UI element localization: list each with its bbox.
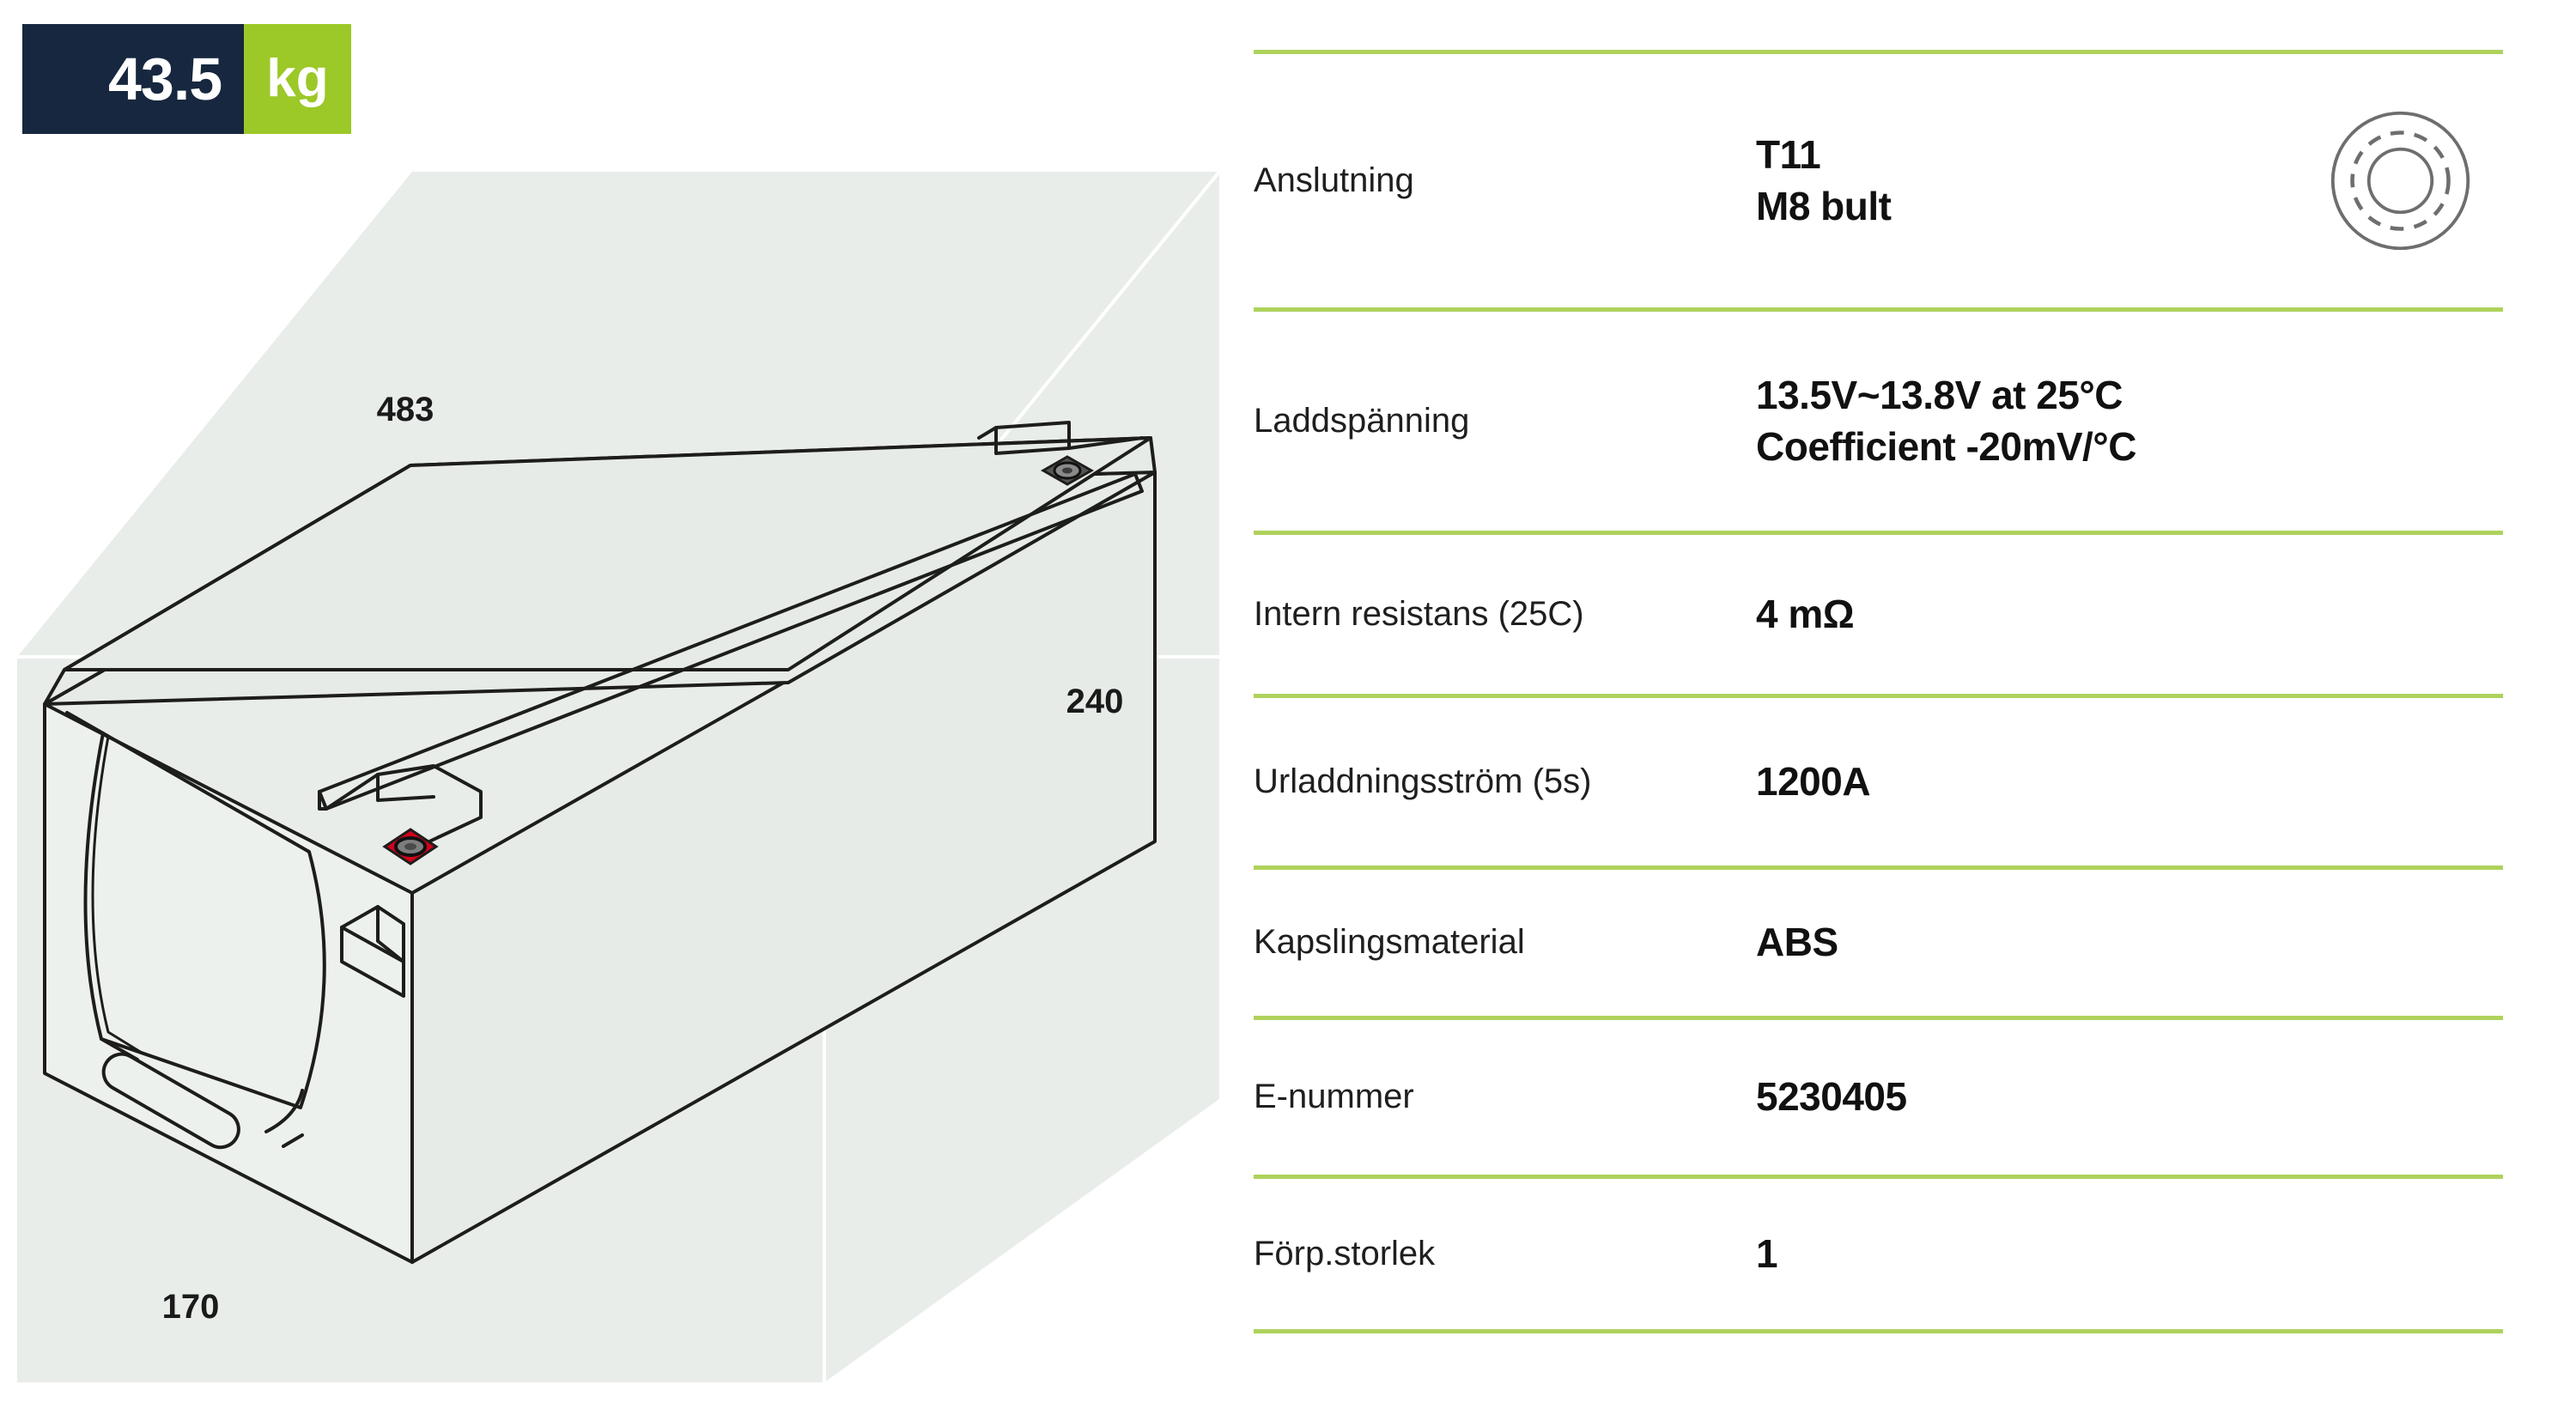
right-terminal-recess <box>977 421 1144 450</box>
spec-value: 5230405 <box>1756 1072 2503 1123</box>
spec-label: Kapslingsmaterial <box>1254 923 1525 962</box>
spec-value-line2: M8 bult <box>1756 183 1892 228</box>
spec-row-intern-resistans: Intern resistans (25C) 4 mΩ <box>1254 531 2503 694</box>
spec-row-anslutning: Anslutning T11 M8 bult <box>1254 50 2503 307</box>
spec-value: 1200A <box>1756 756 2503 808</box>
spec-row-e-nummer: E-nummer 5230405 <box>1254 1016 2503 1175</box>
weight-value: 43.5 <box>22 24 245 134</box>
weight-badge: 43.5 kg <box>22 24 351 134</box>
dimension-label-height: 240 <box>1066 683 1124 720</box>
lid-tab <box>340 926 405 998</box>
spec-label: Anslutning <box>1254 161 1414 199</box>
spec-label: Urladdningsström (5s) <box>1254 762 1592 800</box>
battery-front-face <box>43 702 414 1264</box>
spec-value: 13.5V~13.8V at 25°C Coefficient -20mV/°C <box>1756 370 2503 473</box>
dimension-label-length: 483 <box>377 391 434 428</box>
specification-table: Anslutning T11 M8 bult Laddspänning 13.5… <box>1254 50 2503 1333</box>
terminal-washer-icon <box>2297 106 2503 256</box>
spec-value-line1: 1200A <box>1756 758 1871 804</box>
terminal-positive <box>382 828 439 865</box>
spec-label: Laddspänning <box>1254 401 1470 440</box>
spec-value: ABS <box>1756 917 2503 969</box>
spec-value-line1: 1 <box>1756 1230 1778 1276</box>
left-terminal-recess <box>325 764 483 843</box>
lid-rail <box>318 472 1144 811</box>
spec-row-kapslingsmaterial: Kapslingsmaterial ABS <box>1254 865 2503 1016</box>
spec-row-forp-storlek: Förp.storlek 1 <box>1254 1175 2503 1333</box>
spec-value-line1: 5230405 <box>1756 1074 1907 1120</box>
spec-value-line2: Coefficient -20mV/°C <box>1756 423 2136 469</box>
spec-row-urladdningsstrom: Urladdningsström (5s) 1200A <box>1254 694 2503 865</box>
carrying-strap <box>65 711 326 1150</box>
spec-value-line1: ABS <box>1756 920 1838 965</box>
spec-value-line1: 4 mΩ <box>1756 591 1855 636</box>
dimension-leaders <box>63 464 412 671</box>
spec-value: 4 mΩ <box>1756 589 2503 641</box>
spec-label: E-nummer <box>1254 1078 1414 1116</box>
terminal-negative <box>1040 455 1095 486</box>
spec-row-laddspanning: Laddspänning 13.5V~13.8V at 25°C Coeffic… <box>1254 307 2503 531</box>
spec-value: 1 <box>1756 1229 2503 1280</box>
battery-illustration: .ol { fill:none; stroke:#1d1d1b; stroke-… <box>0 155 1236 1391</box>
spec-value: T11 M8 bult <box>1756 130 2297 233</box>
spec-label: Intern resistans (25C) <box>1254 594 1584 633</box>
spec-value-line1: 13.5V~13.8V at 25°C <box>1756 372 2123 417</box>
spec-value-line1: T11 <box>1756 131 1821 177</box>
dimension-label-width: 170 <box>162 1288 220 1326</box>
weight-unit: kg <box>244 24 351 134</box>
spec-label: Förp.storlek <box>1254 1234 1436 1272</box>
